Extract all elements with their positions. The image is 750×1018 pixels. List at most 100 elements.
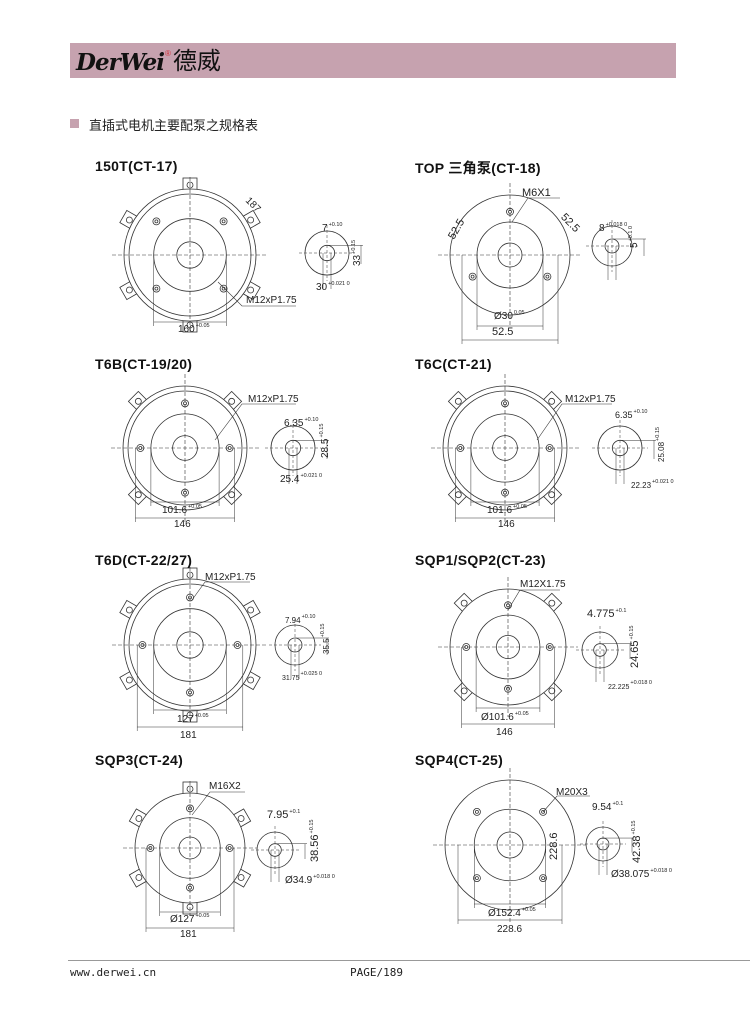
- lug-hole: [135, 815, 143, 822]
- lug-hole: [125, 286, 133, 294]
- bolt-hole-inner: [188, 595, 192, 600]
- bolt-hole: [233, 641, 242, 649]
- height-label: 38.56+0.15: [309, 819, 321, 862]
- bolt-hole-inner: [545, 274, 550, 279]
- shaft-label: 31.75+0.025 0: [282, 671, 323, 682]
- dim-label: 181: [180, 730, 197, 741]
- lug-hole: [548, 397, 556, 405]
- lug-hole: [186, 181, 194, 189]
- bolt-hole-inner: [183, 490, 187, 495]
- pilot-label: Ø152.4+0.05: [488, 907, 536, 919]
- lug-hole: [125, 216, 133, 224]
- thread-label: M6X1: [522, 187, 551, 199]
- bolt-hole-inner: [221, 286, 226, 291]
- lug-hole: [454, 397, 462, 405]
- bolt-hole: [181, 399, 189, 408]
- lug-hole: [135, 874, 143, 881]
- leader-line: [507, 589, 560, 611]
- flange-ring: [127, 390, 243, 506]
- thread-label: M20X3: [556, 787, 588, 798]
- bolt-hole: [225, 444, 234, 452]
- bolt-hole-inner: [464, 645, 469, 649]
- bolt-hole: [138, 641, 147, 649]
- lug-hole: [460, 687, 468, 695]
- footer-page-number: PAGE/189: [350, 966, 403, 979]
- height-label: 33+0.15: [351, 239, 363, 266]
- bolt-hole-inner: [547, 446, 552, 450]
- lug-hole: [247, 606, 255, 614]
- lug-hole: [460, 599, 468, 607]
- derwei-logo: DerWei ® 德威: [76, 46, 221, 76]
- pilot-label: Ø101.6+0.05: [481, 711, 529, 723]
- panel-title: SQP3(CT-24): [95, 752, 184, 768]
- bolt-hole-inner: [475, 876, 479, 880]
- panel-title: TOP 三角泵(CT-18): [415, 160, 541, 176]
- bolt-hole-inner: [227, 446, 232, 450]
- dim-label: 228.6: [548, 832, 560, 860]
- flange-ring: [447, 390, 563, 506]
- leader-line: [511, 197, 560, 223]
- bolt-hole: [543, 272, 552, 281]
- panel-title: T6D(CT-22/27): [95, 552, 193, 568]
- thread-label: M12xP1.75: [246, 295, 297, 306]
- leader-line: [191, 581, 250, 601]
- bolt-hole-inner: [140, 643, 145, 647]
- registered-mark: ®: [165, 49, 171, 58]
- bolt-hole: [501, 488, 509, 497]
- bolt-hole: [468, 272, 477, 281]
- bolt-hole-inner: [221, 219, 226, 224]
- pilot-label: Ø127+0.05: [170, 913, 210, 925]
- dim-label: 228.6: [497, 924, 523, 935]
- thread-label: M16X2: [209, 781, 241, 792]
- height-label: 25.08+0.15: [655, 427, 666, 462]
- bolt-hole-inner: [458, 446, 463, 450]
- bolt-hole: [456, 444, 465, 452]
- footer-url: www.derwei.cn: [70, 966, 157, 979]
- key-label: 8+0.018 0: [599, 222, 628, 234]
- key-label: 7.95+0.1: [267, 809, 301, 821]
- lug-hole: [125, 606, 133, 614]
- panel-title: T6C(CT-21): [415, 356, 492, 372]
- shaft-label: 25.4+0.021 0: [280, 473, 323, 485]
- bolt-hole: [136, 444, 145, 452]
- key-label: 9.54+0.1: [592, 801, 624, 813]
- bolt-hole: [504, 684, 512, 693]
- bolt-hole: [473, 808, 481, 816]
- height-label: 24.65+0.15: [629, 625, 641, 668]
- thread-label: M12xP1.75: [565, 394, 616, 405]
- shaft-label: Ø34.9+0.018 0: [285, 874, 335, 886]
- shaft-label: 22.225+0.018 0: [608, 680, 652, 691]
- bolt-hole-inner: [227, 846, 232, 850]
- bolt-hole-inner: [508, 209, 512, 214]
- shaft-label: Ø38.075+0.018 0: [611, 868, 672, 880]
- bolt-hole-inner: [547, 645, 552, 649]
- bolt-hole-inner: [188, 690, 192, 695]
- height-label: 5+0.1 0: [628, 225, 640, 248]
- pilot-label: 127+0.05: [177, 713, 209, 725]
- bolt-hole: [473, 874, 481, 882]
- bolt-hole: [545, 643, 554, 651]
- dim-label: 52.5: [492, 326, 514, 338]
- bolt-hole: [504, 601, 512, 610]
- key-label: 7+0.10: [322, 222, 343, 234]
- lug-hole: [237, 815, 245, 822]
- bolt-hole-inner: [183, 401, 187, 406]
- lug-hole: [247, 216, 255, 224]
- thread-label: M12X1.75: [520, 579, 566, 590]
- lug-hole: [247, 676, 255, 684]
- bolt-hole-inner: [506, 603, 510, 608]
- section-title: 直插式电机主要配泵之规格表: [89, 118, 259, 133]
- lug-hole: [548, 599, 556, 607]
- dim-label: 181: [180, 929, 197, 940]
- height-label: 35.5+0.15: [320, 623, 331, 655]
- leader-line: [217, 281, 296, 307]
- bolt-hole: [219, 284, 228, 293]
- bolt-hole-inner: [503, 401, 507, 406]
- dim-label: 146: [496, 727, 513, 738]
- bolt-hole: [506, 207, 514, 216]
- shaft-label: 22.23+0.021 0: [631, 479, 674, 490]
- bore-label: Ø300.05: [494, 310, 525, 322]
- bolt-hole: [186, 804, 194, 813]
- bolt-hole-inner: [148, 846, 153, 850]
- lug-hole: [548, 687, 556, 695]
